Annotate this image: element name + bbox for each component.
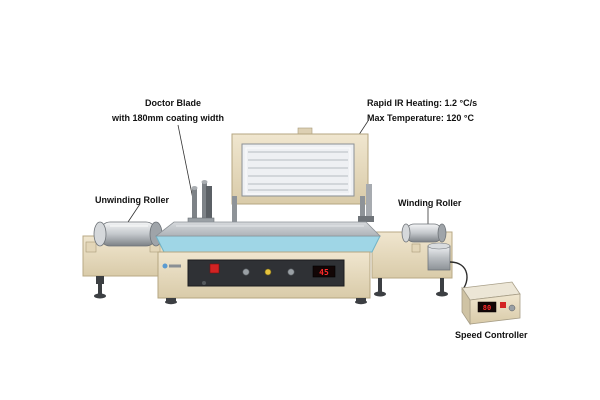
doctor-blade <box>187 180 215 227</box>
main-display-value: 45 <box>319 268 329 277</box>
speed-display-value: 80 <box>483 304 491 312</box>
unwinding-roller <box>93 221 163 247</box>
ir-heating-label: Rapid IR Heating: 1.2 °C/s <box>367 98 478 108</box>
max-temp-label: Max Temperature: 120 °C <box>367 113 474 123</box>
main-body: 45 <box>157 251 371 299</box>
heater-post-left <box>232 196 237 224</box>
speed-controller: 80 <box>461 281 521 326</box>
winding-roller <box>401 223 447 243</box>
unwinding-roller-label: Unwinding Roller <box>95 195 169 205</box>
unwinding-roller-leader <box>127 203 141 223</box>
winding-motor <box>427 242 451 271</box>
doctor-blade-label: Doctor Blade <box>145 97 201 109</box>
knob-left[interactable] <box>242 268 250 276</box>
main-display <box>312 265 336 278</box>
machine-feet <box>94 276 448 305</box>
ir-heater-cover <box>231 127 369 205</box>
speed-knob[interactable] <box>508 304 516 312</box>
winding-roller-label: Winding Roller <box>398 198 462 208</box>
doctor-blade-width-label: with 180mm coating width <box>112 113 225 123</box>
ir-lamps <box>248 151 348 191</box>
doctor-blade-title: Doctor Blade <box>145 98 202 108</box>
heater-post-right <box>360 196 365 222</box>
power-switch[interactable] <box>209 263 220 274</box>
controller-cable <box>449 261 468 291</box>
knob-right[interactable] <box>287 268 295 276</box>
brand-logo <box>162 263 168 269</box>
speed-switch[interactable] <box>500 302 506 308</box>
speed-controller-label: Speed Controller <box>455 330 528 340</box>
indicator-light <box>264 268 272 276</box>
coating-bed <box>154 221 381 253</box>
speed-display <box>477 301 497 313</box>
